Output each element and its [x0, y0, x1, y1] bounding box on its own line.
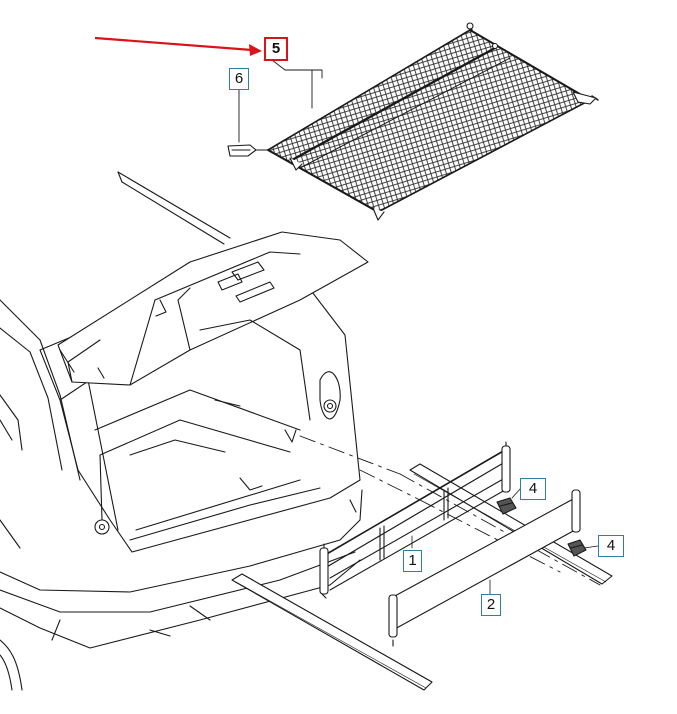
callout-1[interactable]: 1: [403, 550, 422, 572]
net-hook: [227, 144, 257, 157]
callout-leaders-bottom: [411, 487, 599, 595]
callout-5[interactable]: 5: [264, 37, 288, 61]
floor-rail-long: [231, 573, 433, 691]
vehicle-rear: [0, 171, 369, 691]
partition-frame: [319, 441, 511, 599]
callout-2[interactable]: 2: [481, 594, 501, 616]
highlight-arrow: [94, 36, 262, 56]
floor-rail-right: [409, 463, 613, 585]
callout-4-upper[interactable]: 4: [520, 478, 546, 500]
cargo-net: [267, 22, 599, 221]
callout-6[interactable]: 6: [229, 68, 249, 90]
partition-panel: [388, 489, 581, 647]
bracket-left: [496, 497, 517, 515]
callout-4-lower[interactable]: 4: [598, 535, 624, 557]
bracket-right: [567, 539, 587, 557]
